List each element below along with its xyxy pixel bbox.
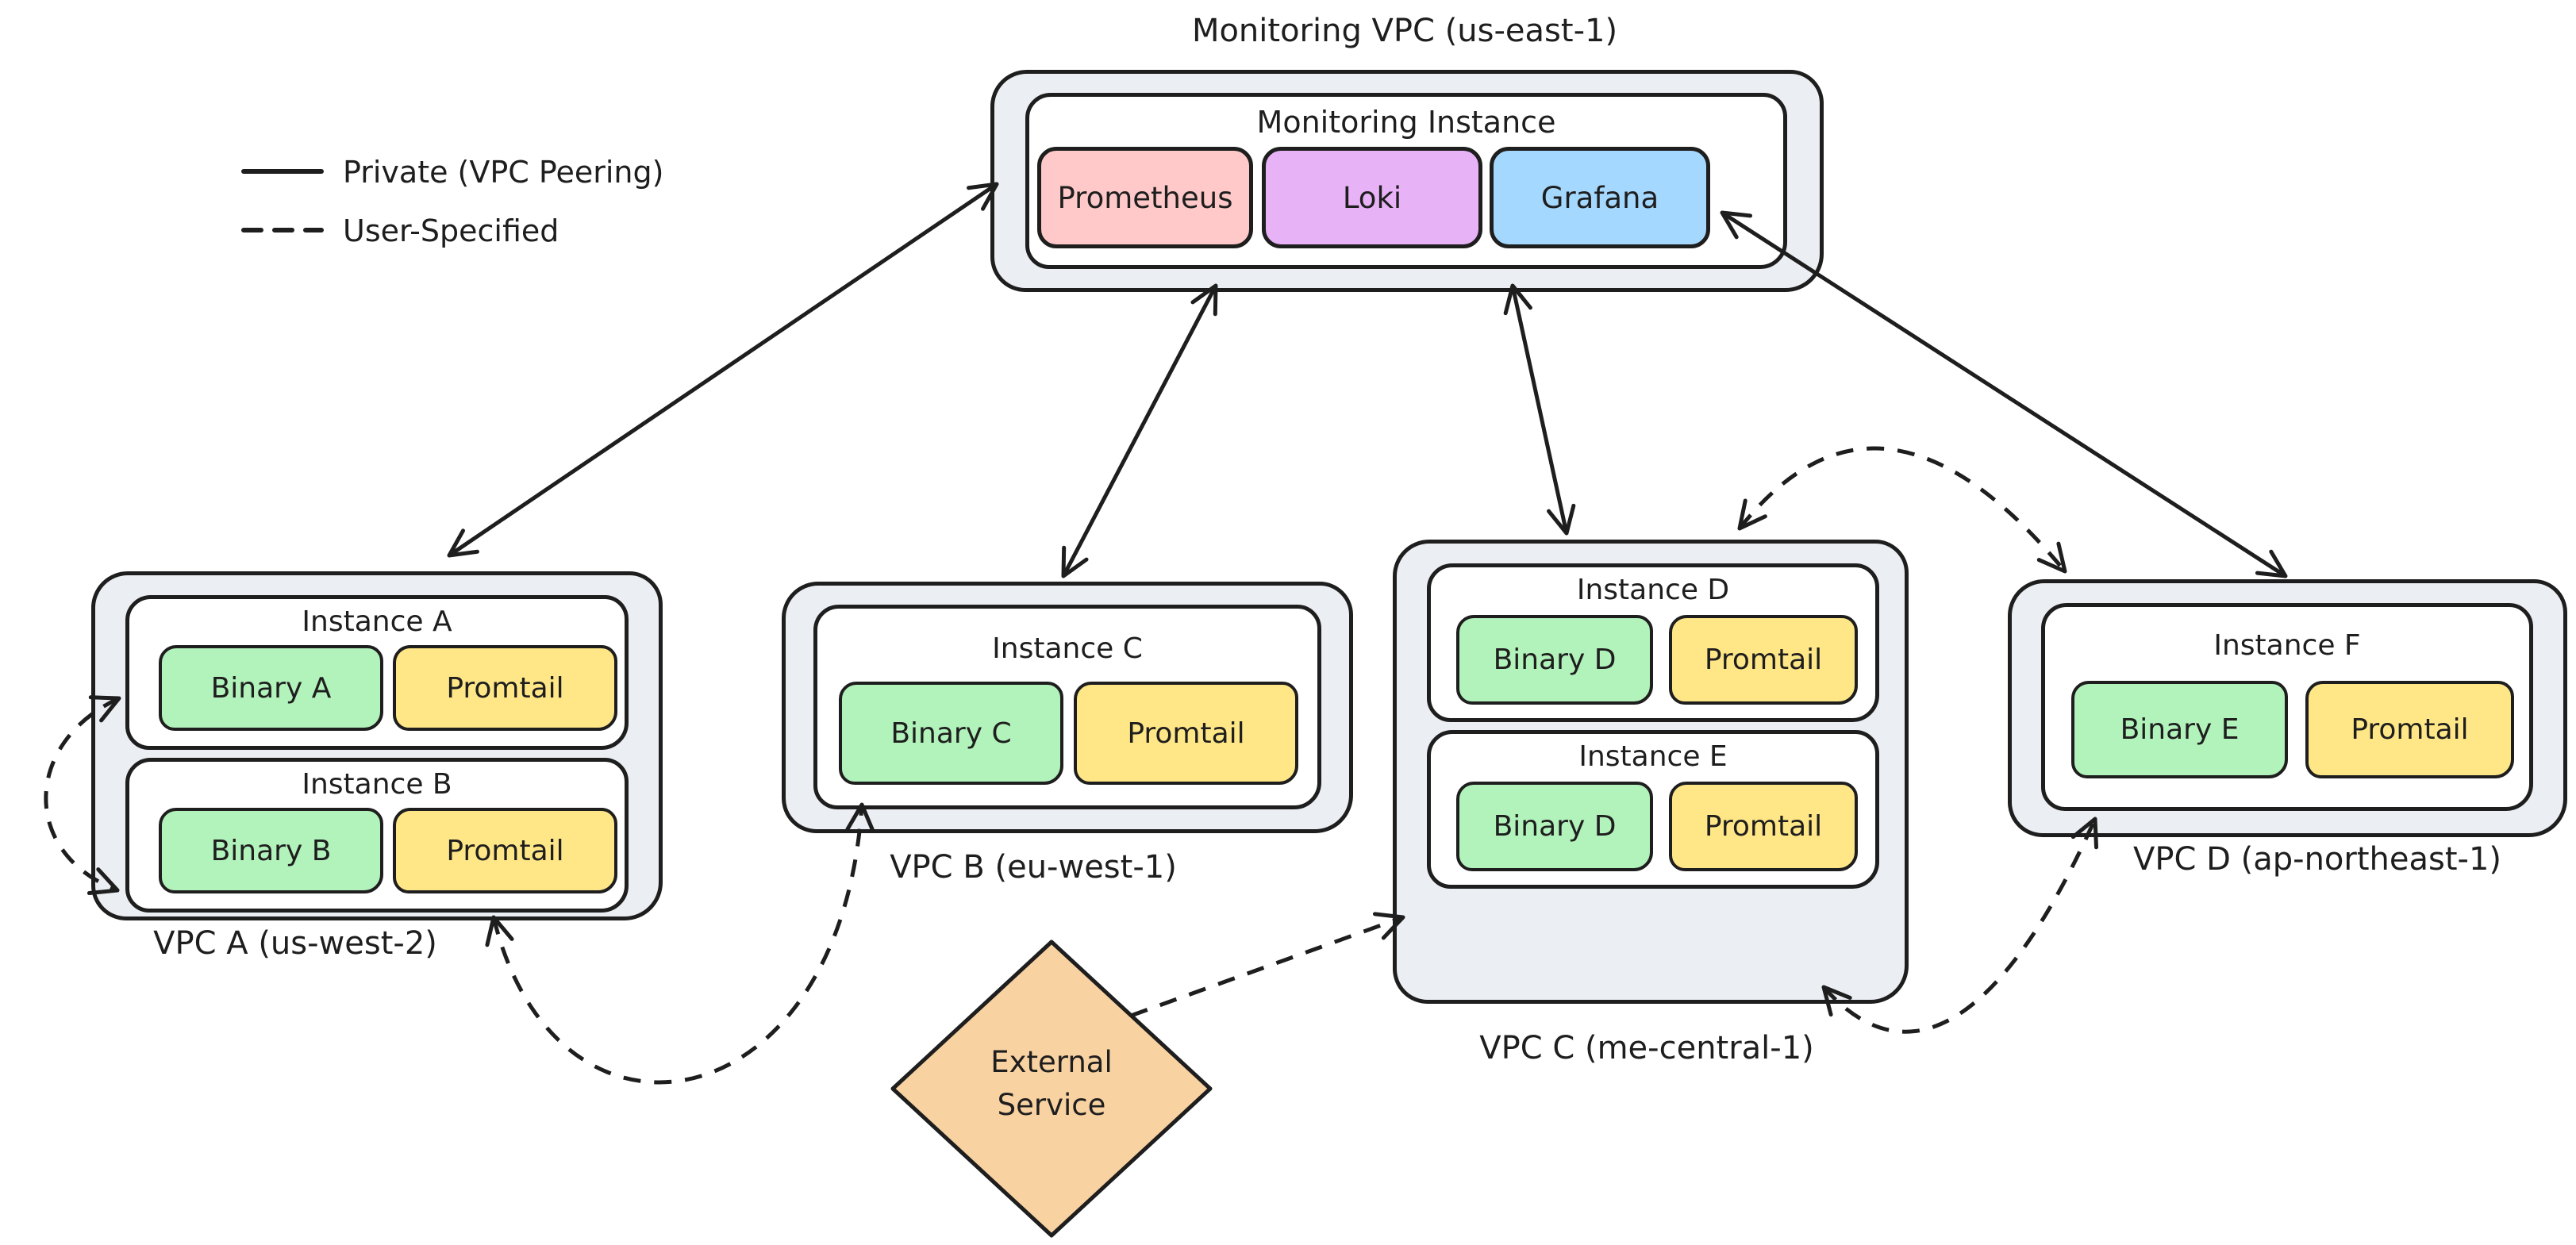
peering-arrow-monitoring-vpc-c	[1503, 283, 1576, 536]
vpc-d-caption: VPC D (ap-northeast-1)	[2132, 841, 2502, 878]
binary-d-node: Binary D	[1456, 615, 1653, 705]
legend-label-private-peering: Private (VPC Peering)	[343, 155, 664, 190]
monitoring-vpc-title: Monitoring VPC (us-east-1)	[1191, 13, 1618, 49]
vpc-c-caption: VPC C (me-central-1)	[1479, 1030, 1814, 1066]
user-arrow-external-service-vpc-c	[1130, 912, 1405, 1018]
instance-a-title: Instance A	[302, 605, 452, 638]
promtail-node: Promtail	[393, 645, 617, 731]
binary-c-node: Binary C	[839, 682, 1063, 785]
vpc-d-box: Instance F Binary E Promtail	[2008, 579, 2567, 837]
legend-label-user-specified: User-Specified	[343, 213, 559, 248]
vpc-b-caption: VPC B (eu-west-1)	[890, 849, 1177, 886]
instance-d-box: Instance D Binary D Promtail	[1427, 563, 1879, 722]
external-service-label: External Service	[932, 1041, 1171, 1127]
binary-e-node: Binary E	[2071, 681, 2288, 778]
instance-c-box: Instance C Binary C Promtail	[813, 605, 1321, 809]
vpc-c-box: Instance D Binary D Promtail Instance E …	[1393, 540, 1909, 1004]
instance-e-box: Instance E Binary D Promtail	[1427, 730, 1879, 889]
monitoring-instance-title: Monitoring Instance	[1256, 105, 1556, 140]
instance-d-title: Instance D	[1576, 574, 1730, 606]
binary-a-node: Binary A	[159, 645, 383, 731]
peering-arrow-monitoring-vpc-b	[1061, 283, 1218, 578]
promtail-node: Promtail	[2305, 681, 2514, 778]
binary-b-node: Binary B	[159, 808, 383, 893]
instance-b-box: Instance B Binary B Promtail	[125, 758, 629, 913]
external-service-label-line2: Service	[997, 1088, 1106, 1122]
promtail-node: Promtail	[1669, 782, 1858, 871]
monitoring-instance-box: Monitoring Instance Prometheus Loki Graf…	[1025, 93, 1787, 269]
promtail-node: Promtail	[1669, 615, 1858, 705]
instance-c-title: Instance C	[992, 632, 1143, 665]
grafana-node: Grafana	[1490, 147, 1710, 248]
instance-e-title: Instance E	[1578, 740, 1728, 773]
instance-b-title: Instance B	[302, 768, 452, 801]
vpc-a-caption: VPC A (us-west-2)	[153, 925, 437, 962]
instance-a-box: Instance A Binary A Promtail	[125, 595, 629, 750]
vpc-a-box: Instance A Binary A Promtail Instance B …	[91, 571, 663, 920]
monitoring-vpc-box: Monitoring Instance Prometheus Loki Graf…	[990, 70, 1824, 292]
vpc-b-box: Instance C Binary C Promtail	[782, 582, 1353, 833]
instance-f-box: Instance F Binary E Promtail	[2041, 603, 2533, 811]
instance-f-title: Instance F	[2213, 629, 2361, 662]
promtail-node: Promtail	[393, 808, 617, 893]
binary-d-node: Binary D	[1456, 782, 1653, 871]
prometheus-node: Prometheus	[1037, 147, 1253, 248]
loki-node: Loki	[1262, 147, 1482, 248]
external-service-label-line1: External	[990, 1045, 1113, 1079]
promtail-node: Promtail	[1074, 682, 1298, 785]
